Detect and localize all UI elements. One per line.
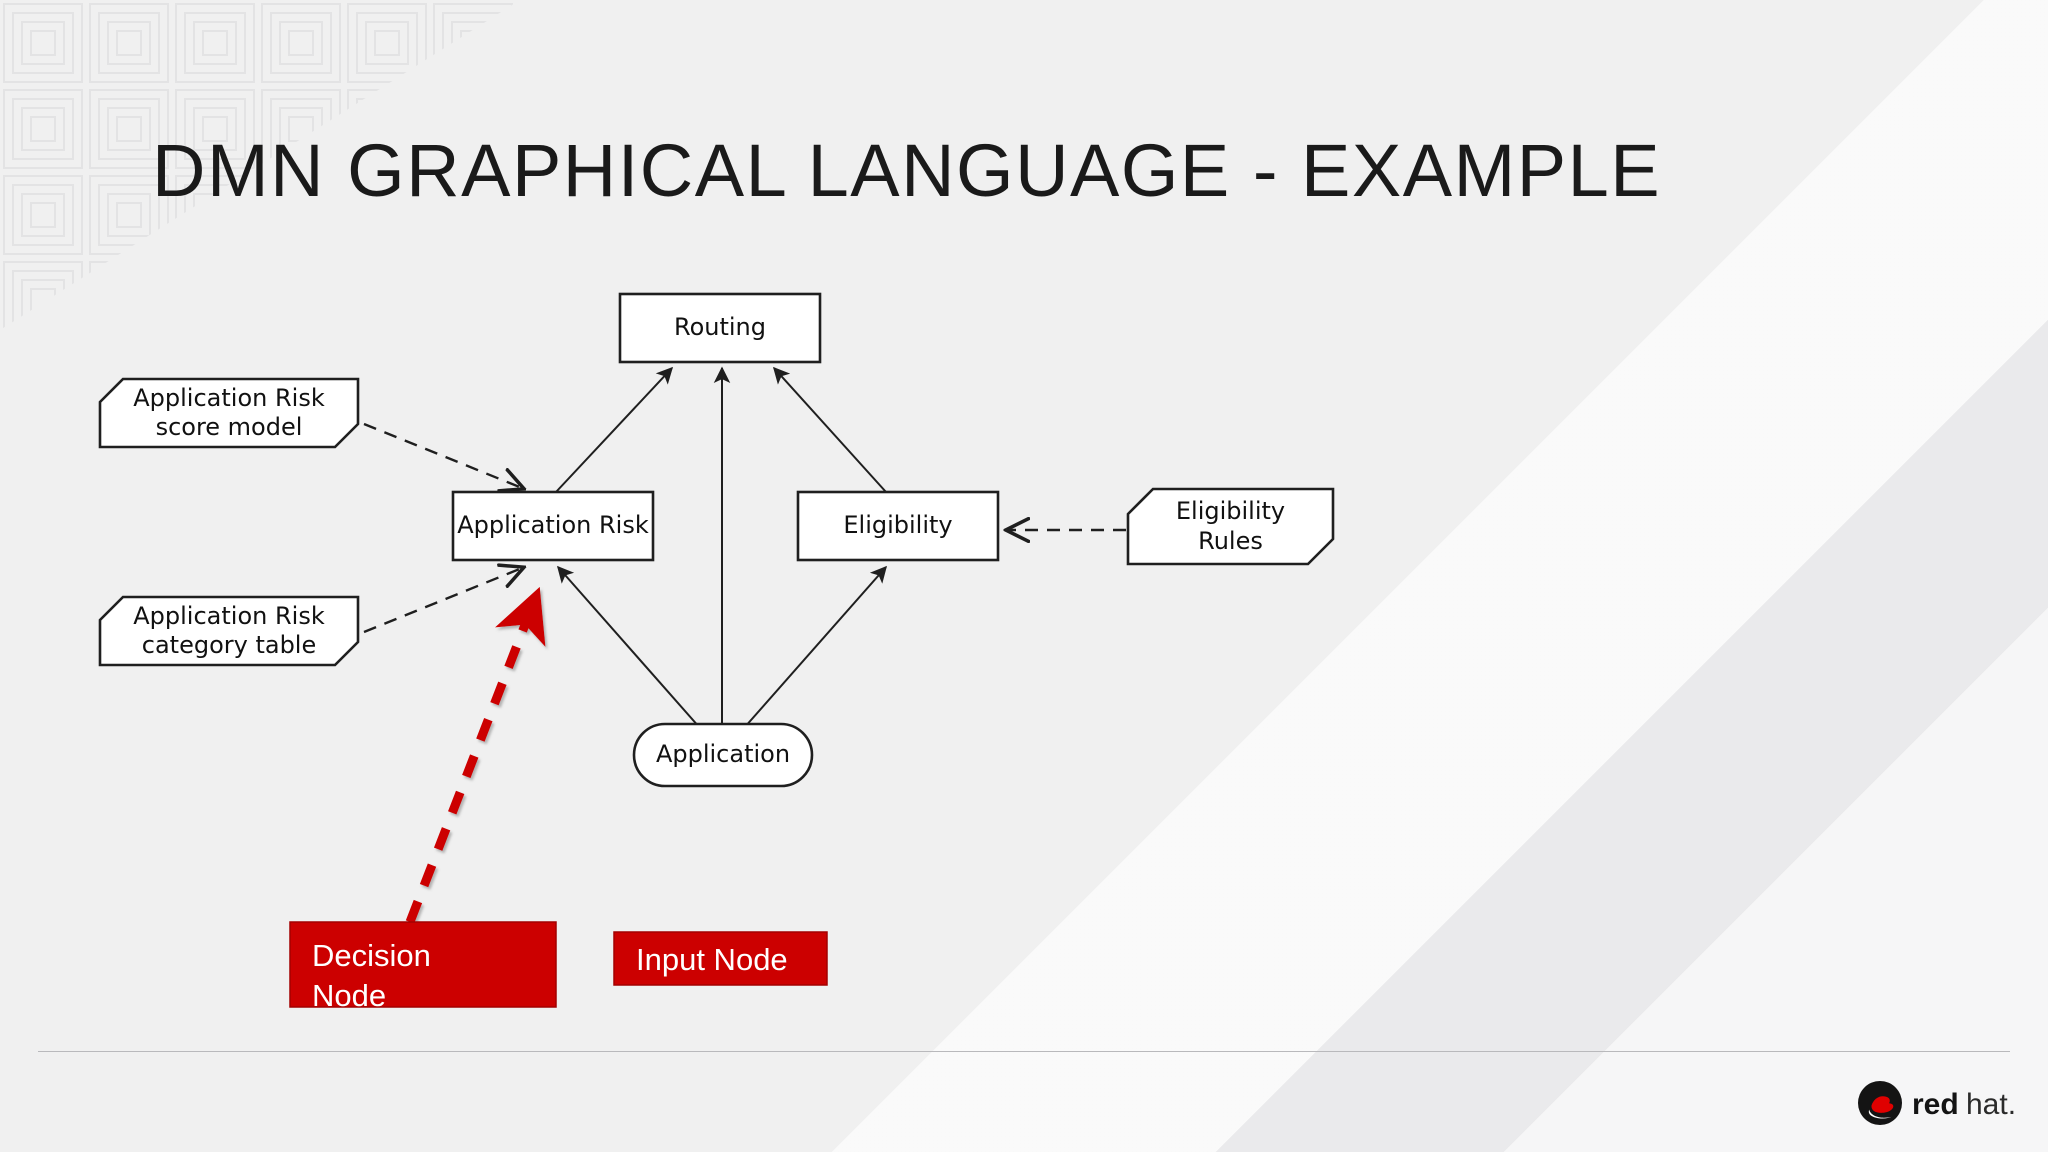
connection-layer — [363, 366, 1126, 729]
input-data-node-application[interactable] — [632, 722, 814, 788]
callout-box-input-node[interactable] — [613, 931, 828, 986]
redhat-logo-text-red: red — [1912, 1088, 1959, 1121]
callout-pointer-layer — [405, 586, 737, 930]
footer-divider — [38, 1051, 2010, 1052]
knowledge-source-eligibility-rules[interactable] — [1126, 487, 1335, 566]
edge-application-to-eligibility — [743, 565, 887, 729]
edge-risk-score-model-to-application-risk — [363, 422, 522, 488]
edge-eligibility-to-routing — [772, 366, 887, 493]
callout-box-decision-node[interactable] — [289, 921, 557, 1008]
knowledge-source-risk-score-model[interactable] — [98, 377, 360, 449]
edge-application-risk-to-routing — [555, 366, 674, 493]
page-title: DMN GRAPHICAL LANGUAGE - EXAMPLE — [152, 129, 1662, 212]
redhat-logo-text-hat: hat. — [1966, 1088, 2016, 1121]
callout-pointer-decision-node — [405, 586, 546, 924]
knowledge-source-risk-category-table[interactable] — [98, 595, 360, 667]
callout-label-decision-node: Decision Node — [312, 938, 431, 1013]
edge-application-to-application-risk — [557, 565, 701, 729]
callout-label-input-node: Input Node — [636, 942, 788, 977]
decision-node-application-risk[interactable] — [451, 490, 655, 562]
callout-box-layer — [289, 921, 828, 1008]
decision-node-routing[interactable] — [618, 292, 822, 364]
redhat-shadowman-icon — [1868, 1096, 1894, 1119]
node-layer — [98, 292, 1335, 788]
decision-node-eligibility[interactable] — [796, 490, 1000, 562]
edge-risk-category-table-to-application-risk — [363, 568, 522, 634]
redhat-logo: red hat. — [1858, 1081, 2016, 1125]
